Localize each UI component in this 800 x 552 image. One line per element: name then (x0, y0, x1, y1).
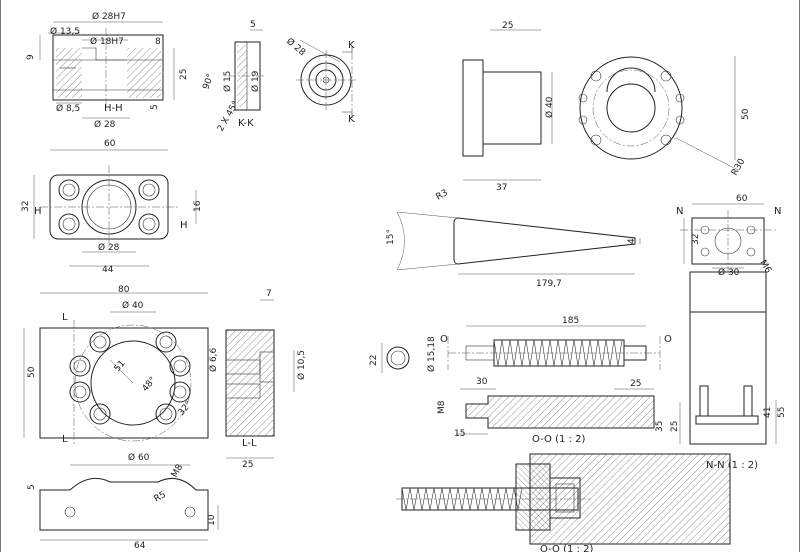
dim-ll-d6-6: Ø 6,6 (208, 347, 219, 372)
dim-block-16: 16 (193, 200, 203, 212)
section-kk-view: 5 90° Ø 15 Ø 19 2 X 45° K-K (201, 20, 266, 134)
assembly-section-view: O-O (1 : 2) (396, 453, 731, 552)
lead-screw-view: 185 22 Ø 15,18 O O (369, 316, 672, 373)
cut-o-right: O (664, 334, 672, 345)
section-kk-label: K-K (238, 118, 254, 129)
dim-hh-18h7: Ø 18H7 (90, 36, 124, 47)
dim-plate-48deg: 48° (141, 375, 159, 394)
dim-flange-50: 50 (741, 108, 751, 120)
plate-front-view: 80 Ø 40 50 51 48° 32° L L (23, 285, 209, 446)
dim-block-32: 32 (21, 201, 31, 212)
dim-oo-25: 25 (630, 379, 641, 389)
dim-clamp-64: 64 (134, 541, 146, 551)
dim-clamp-10: 10 (207, 514, 217, 526)
dim-wedge-length: 179,7 (536, 279, 562, 289)
dim-kk-d19: Ø 19 (250, 70, 261, 92)
dim-plate-60: 60 (736, 194, 748, 204)
dim-flange-r30: R30 (730, 157, 748, 178)
dim-hh-25: 25 (179, 69, 189, 80)
section-oo-label: O-O (1 : 2) (532, 434, 585, 445)
cut-l-top: L (62, 312, 68, 323)
dim-plate-m6: M6 (757, 259, 773, 276)
dim-nn-35: 35 (655, 421, 665, 432)
clamp-view: Ø 60 M8 R5 5 10 64 (27, 452, 219, 551)
dim-oo-15: 15 (454, 429, 465, 439)
dim-flange-25: 25 (502, 21, 513, 31)
dim-hh-5: 5 (150, 104, 160, 110)
dim-plate-80: 80 (118, 285, 130, 295)
dim-plate-50: 50 (27, 366, 37, 378)
section-nn-label: N-N (1 : 2) (706, 460, 758, 471)
section-hh-view: Ø 28H7 Ø 13,5 Ø 18H7 9 8 25 5 Ø 8,5 H-H … (26, 11, 189, 130)
block-top-view: 60 32 16 Ø 28 44 H H (21, 139, 203, 275)
dim-ll-d10-5: Ø 10,5 (296, 350, 307, 380)
cut-h-right: H (180, 220, 188, 231)
cut-n-right: N (774, 206, 781, 217)
cut-n-left: N (676, 206, 683, 217)
dim-nn-41: 41 (763, 407, 773, 418)
section-hh-label: H-H (104, 103, 123, 114)
section-ll-view: 7 Ø 6,6 Ø 10,5 L-L 25 (208, 289, 307, 470)
dim-wedge-15deg: 15° (386, 229, 396, 245)
section-assembly-label: O-O (1 : 2) (540, 544, 593, 552)
dim-ring-28: Ø 28 (284, 36, 308, 58)
dim-block-44: 44 (102, 265, 114, 275)
dim-clamp-d60: Ø 60 (128, 452, 150, 463)
dim-wedge-r3: R3 (435, 188, 450, 203)
cut-k-top: K (348, 40, 355, 51)
dim-nn-55: 55 (777, 407, 787, 418)
section-ll-label: L-L (242, 438, 257, 449)
dim-wedge-4: 4 (627, 238, 637, 244)
dim-screw-22: 22 (369, 355, 379, 366)
dim-kk-5: 5 (250, 20, 256, 30)
dim-block-60: 60 (104, 139, 116, 149)
dim-nn-25: 25 (670, 421, 680, 432)
dim-hh-13-5: Ø 13,5 (50, 26, 80, 37)
dim-oo-m8: M8 (437, 400, 447, 414)
cut-h-left: H (34, 206, 42, 217)
wedge-view: R3 15° 4 179,7 (386, 188, 641, 289)
dim-hh-9: 9 (26, 54, 36, 60)
section-oo-view: 30 25 M8 15 O-O (1 : 2) (437, 377, 655, 445)
dim-hh-8: 8 (155, 37, 161, 47)
dim-hh-8-5: Ø 8,5 (56, 103, 80, 114)
dim-clamp-r5: R5 (153, 490, 168, 505)
section-nn-view: 55 41 35 25 N-N (1 : 2) (655, 271, 787, 471)
dim-kk-90deg: 90° (201, 73, 216, 91)
dim-screw-185: 185 (562, 316, 579, 326)
plate-top-view: 60 32 Ø 30 M6 N N (676, 194, 781, 278)
dim-clamp-5: 5 (27, 484, 37, 490)
dim-hh-28: Ø 28 (94, 119, 116, 130)
dim-screw-d15: Ø 15,18 (426, 336, 437, 372)
cut-l-bottom: L (62, 434, 68, 445)
dim-plate-d40: Ø 40 (122, 300, 144, 311)
dim-flange-37: 37 (496, 183, 507, 193)
dim-plate-32: 32 (691, 234, 701, 245)
dim-block-d28: Ø 28 (98, 242, 120, 253)
flange-view: 25 Ø 40 37 50 R30 (462, 21, 751, 193)
dim-kk-d15: Ø 15 (222, 71, 233, 92)
dim-hh-28h7: Ø 28H7 (92, 11, 126, 22)
dim-oo-30: 30 (476, 377, 488, 387)
dim-ll-7: 7 (266, 289, 272, 299)
dim-ll-25: 25 (242, 460, 253, 470)
dim-plate-r51: 51 (113, 359, 128, 374)
cut-o-left: O (440, 334, 448, 345)
ring-view: Ø 28 K K (284, 36, 356, 125)
dim-flange-d40: Ø 40 (544, 96, 555, 118)
cut-k-bottom: K (348, 114, 355, 125)
